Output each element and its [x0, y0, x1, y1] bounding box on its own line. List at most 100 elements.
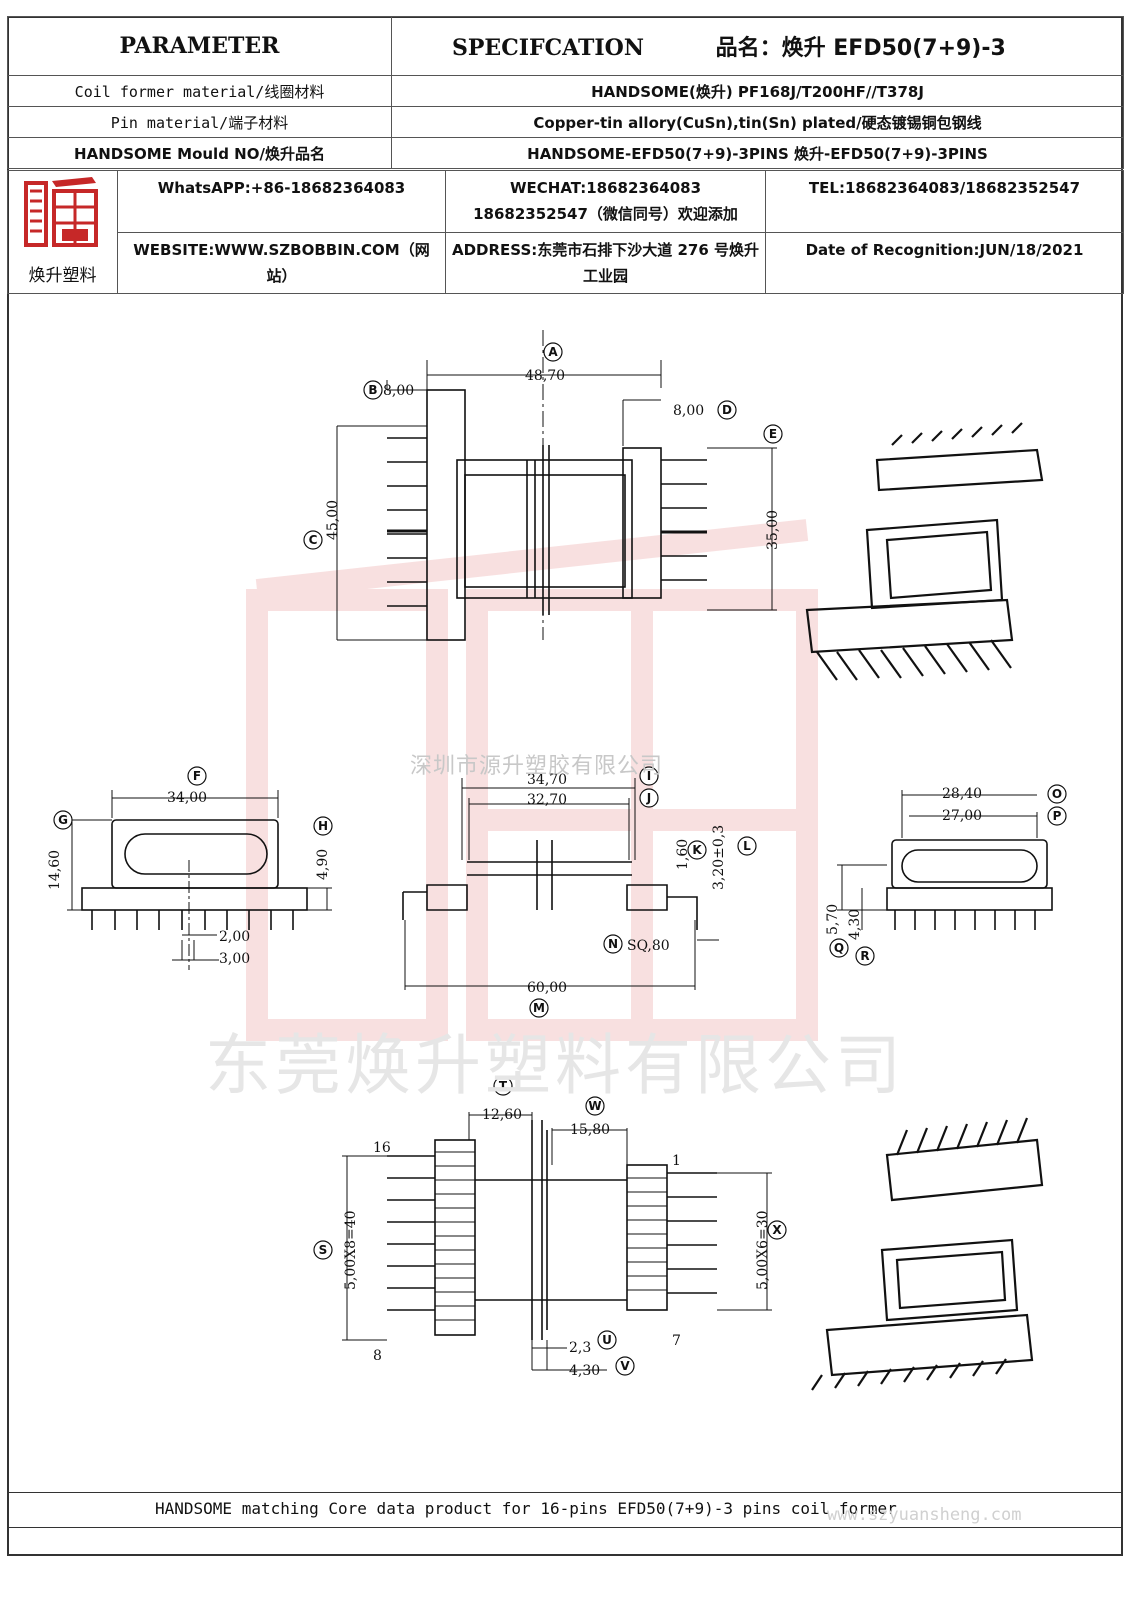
wechat-line1: WECHAT:18682364083	[509, 179, 701, 197]
svg-text:M: M	[533, 1001, 545, 1015]
contact-table: 焕升塑料 WhatsAPP:+86-18682364083 WECHAT:186…	[7, 170, 1124, 294]
callout-C: C	[303, 530, 323, 550]
callout-L: L	[737, 836, 757, 856]
watermark-large: 东莞焕升塑料有限公司	[205, 1027, 905, 1104]
dim-pitch-2: 2,00	[219, 929, 250, 945]
product-name: 品名：焕升 EFD50(7+9)-3	[715, 36, 1006, 61]
dim-T: 12,60	[482, 1107, 522, 1123]
isometric-view-top	[805, 422, 1044, 681]
callout-T: T	[493, 1076, 513, 1096]
dim-V: 4,30	[569, 1363, 600, 1379]
svg-text:E: E	[769, 427, 777, 441]
handsome-logo-icon	[23, 177, 98, 247]
bottom-view	[342, 1112, 772, 1371]
dim-X: 5,00X6=30	[755, 1210, 771, 1290]
dim-M: 60,00	[527, 980, 567, 996]
coil-material-label: Coil former material/线圈材料	[7, 75, 392, 107]
pin-material-label: Pin material/端子材料	[7, 106, 392, 138]
svg-text:C: C	[309, 533, 318, 547]
date-cell: Date of Recognition:JUN/18/2021	[765, 231, 1124, 294]
svg-text:W: W	[588, 1099, 601, 1113]
specification-header: SPECIFCATION 品名：焕升 EFD50(7+9)-3	[391, 16, 1124, 76]
pin-1-label: 1	[672, 1153, 681, 1169]
right-side-labels: 28,40 27,00 5,70 4,30	[825, 786, 982, 940]
dim-G: 14,60	[47, 850, 63, 890]
callout-F: F	[187, 766, 207, 786]
svg-text:K: K	[692, 843, 702, 857]
dim-K: 1,60	[675, 839, 691, 870]
dim-A: 48,70	[525, 368, 565, 384]
left-side-labels: 34,00 14,60 4,90 2,00 3,00	[47, 790, 331, 967]
dim-S: 5,00X8=40	[343, 1210, 359, 1290]
callout-I: I	[639, 766, 659, 786]
mould-no-label: HANDSOME Mould NO/焕升品名	[7, 137, 392, 169]
footer-bar: HANDSOME matching Core data product for …	[7, 1492, 1123, 1528]
callout-E: E	[763, 424, 783, 444]
dim-N: SQ,80	[627, 938, 670, 954]
callout-J: J	[639, 788, 659, 808]
dim-Q: 5,70	[825, 904, 841, 935]
top-view-labels: 48,70 8,00 45,00 8,00 35,00	[325, 368, 781, 550]
pin-7-label: 7	[672, 1333, 681, 1349]
callout-B: B	[363, 380, 383, 400]
callout-R: R	[855, 946, 875, 966]
dim-J: 32,70	[527, 792, 567, 808]
svg-text:I: I	[647, 769, 651, 783]
coil-material-value: HANDSOME(焕升) PF168J/T200HF//T378J	[391, 75, 1124, 107]
front-view	[402, 778, 719, 990]
top-view	[336, 330, 777, 641]
svg-text:T: T	[499, 1079, 508, 1093]
pin-16-label: 16	[373, 1140, 391, 1156]
callout-A: A	[543, 342, 563, 362]
callout-H: H	[313, 816, 333, 836]
svg-text:P: P	[1053, 809, 1062, 823]
spec-table: PARAMETER SPECIFCATION 品名：焕升 EFD50(7+9)-…	[7, 16, 1124, 169]
watermark-small: 深圳市源升塑胶有限公司	[410, 754, 664, 779]
svg-text:Q: Q	[834, 941, 844, 955]
logo-cell: 焕升塑料	[7, 170, 118, 294]
dim-E: 35,00	[765, 510, 781, 550]
callout-W: W	[585, 1096, 605, 1116]
logo-name: 焕升塑料	[28, 266, 97, 286]
callout-N: N	[603, 934, 623, 954]
dim-I: 34,70	[527, 772, 567, 788]
website-cell: WEBSITE:WWW.SZBOBBIN.COM（网站）	[117, 231, 446, 294]
svg-text:F: F	[193, 769, 201, 783]
dim-R: 4,30	[847, 909, 863, 940]
callout-O: O	[1047, 784, 1067, 804]
svg-text:X: X	[772, 1223, 782, 1237]
svg-text:V: V	[620, 1359, 630, 1373]
dim-P: 27,00	[942, 808, 982, 824]
callout-K: K	[687, 840, 707, 860]
callout-P: P	[1047, 806, 1067, 826]
mould-no-value: HANDSOME-EFD50(7+9)-3PINS 焕升-EFD50(7+9)-…	[391, 137, 1124, 169]
dim-pitch-3: 3,00	[219, 951, 250, 967]
callout-S: S	[313, 1240, 333, 1260]
svg-text:J: J	[646, 791, 651, 805]
wechat-cell: WECHAT:18682364083 18682352547（微信同号）欢迎添加	[445, 170, 766, 233]
isometric-view-bottom	[811, 1117, 1044, 1391]
dim-F: 34,00	[167, 790, 207, 806]
right-side-view	[837, 790, 1053, 930]
dim-W: 15,80	[570, 1122, 610, 1138]
bottom-view-labels: 12,60 15,80 5,00X8=40 5,00X6=30 2,3 4,30…	[343, 1107, 771, 1379]
callout-M: M	[529, 998, 549, 1018]
svg-text:S: S	[319, 1243, 328, 1257]
callout-X: X	[767, 1220, 787, 1240]
footer-watermark-url: www.szyuansheng.com	[827, 1505, 1022, 1525]
svg-text:U: U	[602, 1333, 612, 1347]
svg-text:O: O	[1052, 787, 1062, 801]
pin-8-label: 8	[373, 1348, 382, 1364]
svg-text:H: H	[318, 819, 328, 833]
dim-O: 28,40	[942, 786, 982, 802]
svg-text:R: R	[860, 949, 869, 963]
left-side-view	[67, 790, 332, 970]
dim-D: 8,00	[673, 403, 704, 419]
whatsapp-cell: WhatsAPP:+86-18682364083	[117, 170, 446, 233]
svg-text:B: B	[368, 383, 377, 397]
parameter-header: PARAMETER	[7, 16, 392, 76]
svg-text:A: A	[548, 345, 558, 359]
callout-G: G	[53, 810, 73, 830]
dim-U: 2,3	[569, 1340, 591, 1356]
address-cell: ADDRESS:东莞市石排下沙大道 276 号焕升工业园	[445, 231, 766, 294]
